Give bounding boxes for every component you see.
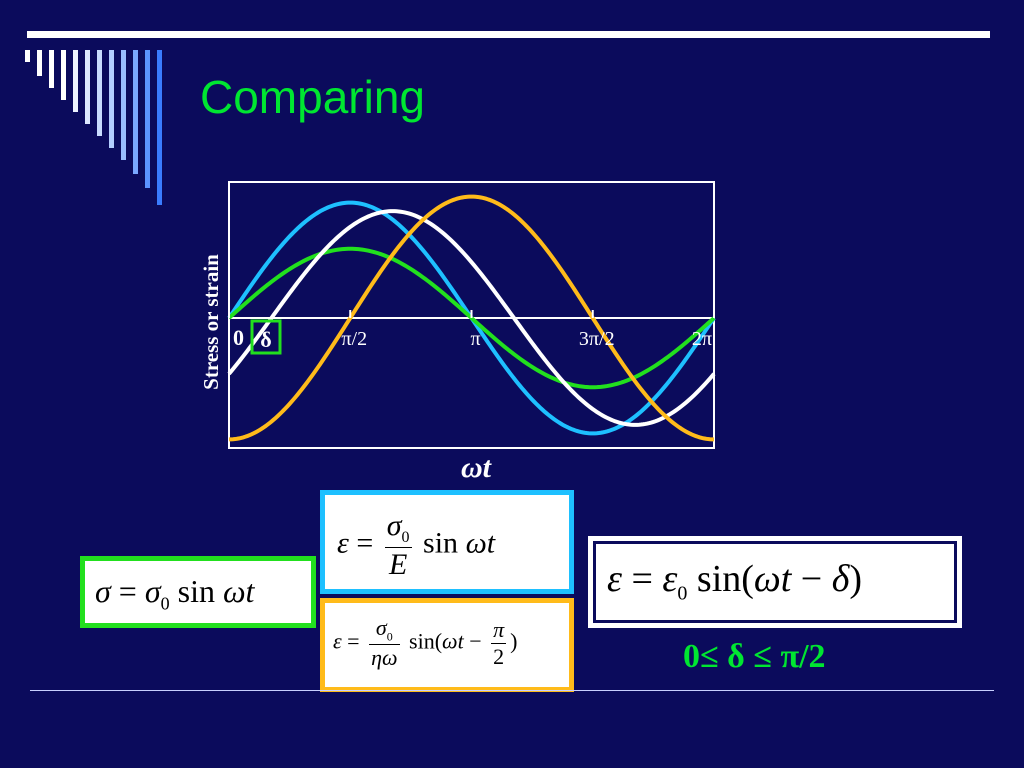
x-tick-label: 3π/2 bbox=[579, 328, 615, 350]
delta-range-condition: 0≤ δ ≤ π/2 bbox=[683, 638, 826, 675]
viscoelastic-curve bbox=[227, 209, 716, 427]
x-axis-label: ωt bbox=[461, 451, 493, 484]
x-tick-label: π bbox=[470, 328, 480, 350]
x-tick-label: 2π bbox=[692, 328, 712, 350]
delta-label: δ bbox=[260, 327, 271, 352]
top-rule bbox=[27, 31, 990, 38]
viscous-curve bbox=[228, 194, 715, 442]
y-axis-label: Stress or strain bbox=[199, 254, 223, 390]
stress-equation: σ = σ0 sin ωt bbox=[95, 573, 255, 614]
delta-highlight-box bbox=[250, 319, 282, 355]
x-tick-label: π/2 bbox=[341, 328, 367, 350]
stress-equation-box: σ = σ0 sin ωt bbox=[80, 556, 316, 628]
slide-title: Comparing bbox=[200, 71, 425, 123]
viscoelastic-equation-box: ε = ε0 sin(ωt − δ) bbox=[588, 536, 962, 628]
decorative-bars bbox=[25, 50, 162, 205]
bottom-rule bbox=[30, 690, 994, 691]
x-tick-label: 0 bbox=[233, 325, 244, 350]
ticks-group: 0 π/2 π 3π/2 2π bbox=[228, 310, 715, 350]
viscoelastic-equation: ε = ε0 sin(ωt − δ) bbox=[607, 558, 863, 605]
